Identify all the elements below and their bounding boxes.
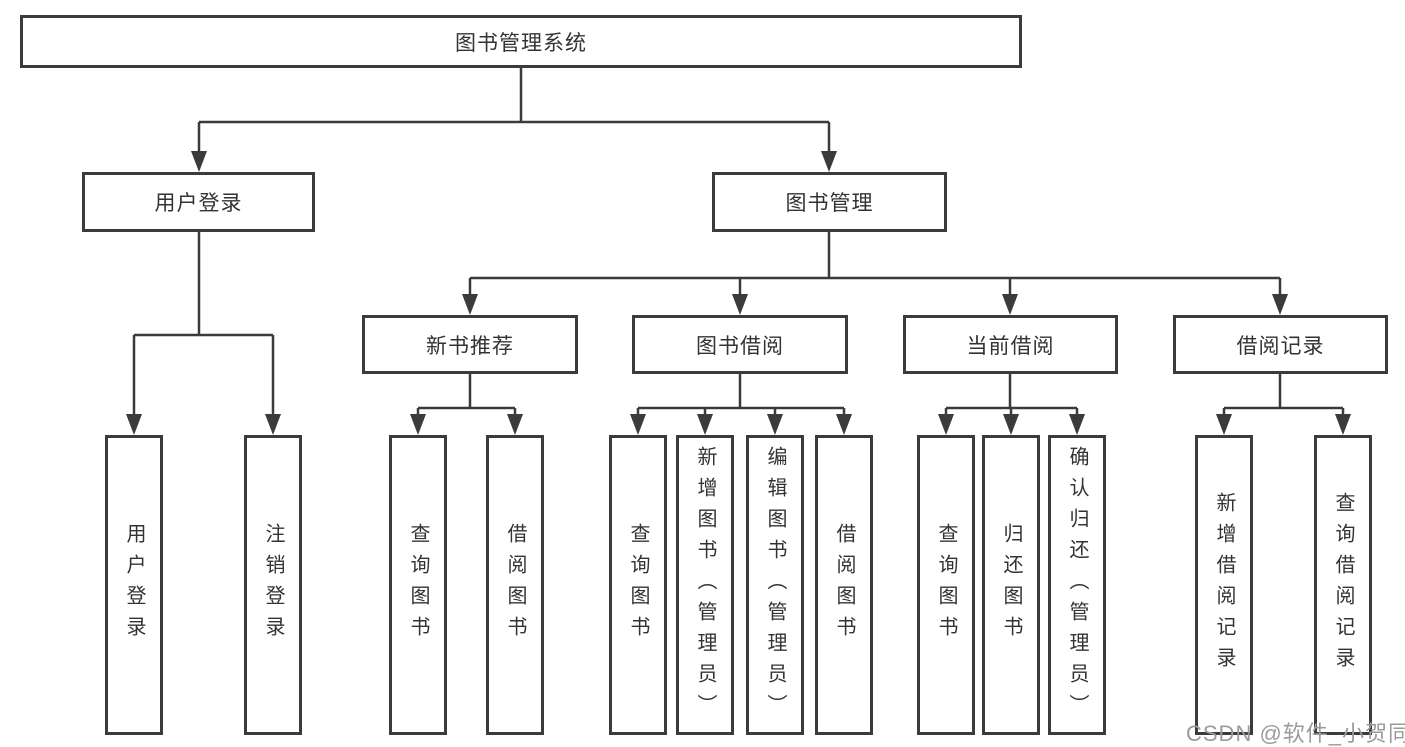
leaf-return-books: 归还图书	[982, 435, 1040, 735]
leaf-borrow-books: 借阅图书	[815, 435, 873, 735]
leaf-logout: 注销登录	[244, 435, 302, 735]
node-user-login: 用户登录	[82, 172, 315, 232]
arrowheads	[126, 151, 1351, 435]
leaf-query-books-recommend: 查询图书	[389, 435, 447, 735]
leaf-add-borrow-record: 新增借阅记录	[1195, 435, 1253, 735]
node-current-borrow: 当前借阅	[903, 315, 1118, 374]
leaf-confirm-return-admin: 确认归还（管理员）	[1048, 435, 1106, 735]
node-root: 图书管理系统	[20, 15, 1022, 68]
leaf-user-login: 用户登录	[105, 435, 163, 735]
node-new-book-recommend: 新书推荐	[362, 315, 578, 374]
watermark: CSDN @软件_小贺同学	[1186, 721, 1405, 746]
leaf-query-books-current: 查询图书	[917, 435, 975, 735]
leaf-query-books-borrow: 查询图书	[609, 435, 667, 735]
leaf-query-borrow-record: 查询借阅记录	[1314, 435, 1372, 735]
node-book-borrow: 图书借阅	[632, 315, 848, 374]
leaf-edit-books-admin: 编辑图书（管理员）	[746, 435, 804, 735]
leaf-add-books-admin: 新增图书（管理员）	[676, 435, 734, 735]
node-book-management: 图书管理	[712, 172, 947, 232]
leaf-borrow-books-recommend: 借阅图书	[486, 435, 544, 735]
node-borrow-records: 借阅记录	[1173, 315, 1388, 374]
